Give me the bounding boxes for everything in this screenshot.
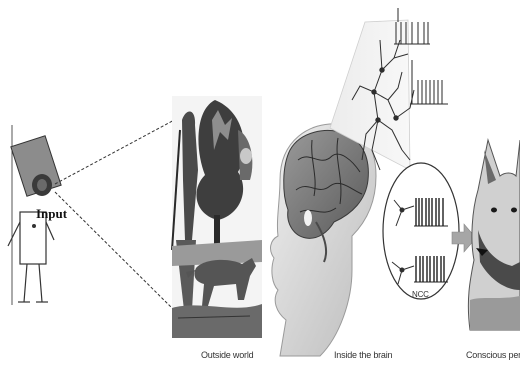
ncc-ellipse	[383, 163, 459, 299]
ncc-label: NCC	[412, 290, 429, 299]
input-label: Input	[36, 206, 67, 222]
caption-outside-world: Outside world	[201, 350, 253, 360]
forest-scene	[172, 96, 262, 338]
caption-inside-brain: Inside the brain	[334, 350, 392, 360]
sight-lines	[55, 118, 178, 312]
dog-percept-icon	[468, 140, 520, 330]
head-with-brain-icon	[271, 124, 376, 356]
caption-conscious-percept: Conscious percept	[466, 350, 520, 360]
